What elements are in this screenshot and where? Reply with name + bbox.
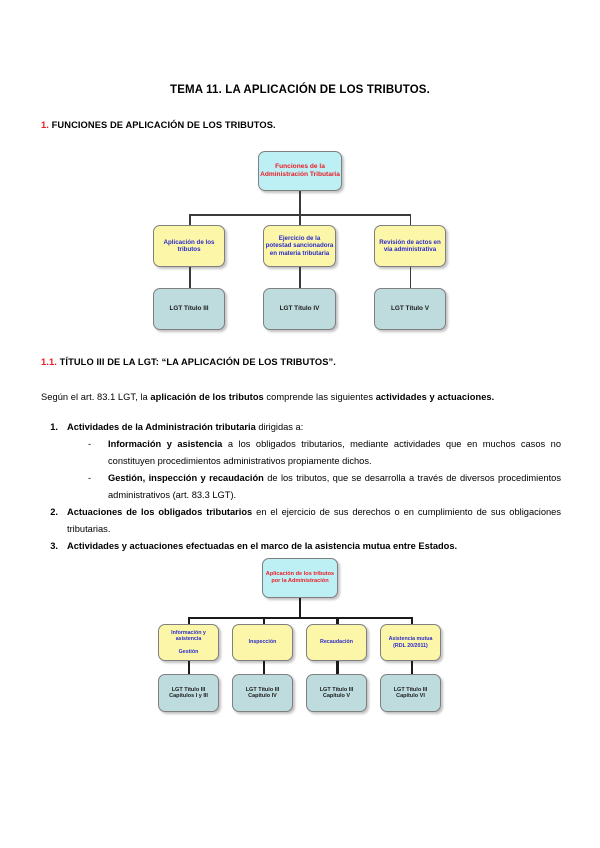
diagram2-mid-node-4: Asistencia mutua (RDL 20/2011) bbox=[380, 624, 441, 661]
sub-list-body: Gestión, inspección y recaudación de los… bbox=[108, 470, 561, 504]
sub-list-item: - Gestión, inspección y recaudación de l… bbox=[88, 470, 561, 504]
diagram2-connector-bus-to-mid-2 bbox=[262, 616, 265, 626]
list-item-body: Actividades de la Administración tributa… bbox=[67, 419, 561, 436]
sub-list-body: Información y asistencia a los obligados… bbox=[108, 436, 561, 470]
section-1-1-heading: 1.1. TÍTULO III DE LA LGT: “LA APLICACIÓ… bbox=[41, 357, 336, 367]
diagram1-leaf-label-1: LGT Título III bbox=[169, 305, 209, 313]
list-item-bold: Actividades de la Administración tributa… bbox=[67, 422, 256, 432]
list-item-bold: Actividades y actuaciones efectuadas en … bbox=[67, 541, 458, 551]
sublist-1: - Información y asistencia a los obligad… bbox=[88, 436, 561, 504]
section-1-1-number: 1.1. bbox=[41, 357, 57, 367]
section-1-1-label: TÍTULO III DE LA LGT: “LA APLICACIÓN DE … bbox=[59, 357, 336, 367]
diagram1-mid-node-2: Ejercicio de la potestad sancionadora en… bbox=[263, 225, 336, 267]
diagram2-connector-root-stem bbox=[298, 598, 302, 618]
diagram2-connector-bus bbox=[188, 616, 411, 619]
diagram1-connector-bus-to-mid-3 bbox=[409, 214, 412, 226]
list-item: 1. Actividades de la Administración trib… bbox=[41, 419, 561, 436]
diagram2-leaf-node-2: LGT Título III Capítulo IV bbox=[232, 674, 293, 712]
diagram1-connector-mid1-leaf1 bbox=[189, 267, 191, 289]
diagram1-connector-mid2-leaf2 bbox=[299, 267, 301, 289]
intro-part-1: Según el art. 83.1 LGT, la bbox=[41, 392, 151, 402]
diagram2-leaf-label-2: LGT Título III Capítulo IV bbox=[245, 686, 280, 699]
diagram1-mid-label-2: Ejercicio de la potestad sancionadora en… bbox=[265, 235, 334, 257]
diagram1-connector-root-stem bbox=[299, 191, 301, 215]
diagram1-leaf-node-3: LGT Título V bbox=[374, 288, 446, 330]
diagram1-connector-mid3-leaf3 bbox=[409, 267, 412, 289]
sub-list-bold: Información y asistencia bbox=[108, 439, 223, 449]
diagram2-mid-label-2: Inspección bbox=[248, 639, 277, 646]
diagram1-mid-label-3: Revisión de actos en vía administrativa bbox=[379, 238, 441, 253]
diagram2-leaf-node-3: LGT Título III Capítulo V bbox=[306, 674, 367, 712]
diagram2-connector-mid2-leaf2 bbox=[262, 661, 265, 675]
diagram2-leaf-node-1: LGT Título III Capítulos I y III bbox=[158, 674, 219, 712]
diagram2-connector-bus-to-mid-4 bbox=[411, 616, 414, 626]
list-item: 3. Actividades y actuaciones efectuadas … bbox=[41, 538, 561, 555]
sub-list-rest: de los tributos, que se desarrolla a tra… bbox=[108, 473, 561, 500]
diagram1-connector-bus-to-mid-2 bbox=[299, 214, 301, 226]
section-1-number: 1. bbox=[41, 120, 49, 130]
list-item-number: 2. bbox=[50, 507, 58, 517]
diagram2-leaf-label-3: LGT Título III Capítulo V bbox=[319, 686, 354, 699]
section-1-heading: 1. FUNCIONES DE APLICACIÓN DE LOS TRIBUT… bbox=[41, 120, 276, 130]
diagram1-root-label: Funciones de la Administración Tributari… bbox=[260, 163, 340, 178]
section-1-label: FUNCIONES DE APLICACIÓN DE LOS TRIBUTOS. bbox=[51, 120, 276, 130]
intro-paragraph: Según el art. 83.1 LGT, la aplicación de… bbox=[41, 390, 541, 404]
diagram1-mid-label-1: Aplicación de los tributos bbox=[163, 238, 215, 253]
diagram2-root-label: Aplicación de los tributos por la Admini… bbox=[265, 571, 335, 584]
diagram2-mid-label-4: Asistencia mutua (RDL 20/2011) bbox=[388, 636, 433, 649]
diagram2-mid-node-2: Inspección bbox=[232, 624, 293, 661]
sub-list-bold: Gestión, inspección y recaudación bbox=[108, 473, 264, 483]
sub-list-dash: - bbox=[88, 473, 92, 483]
list-item-rest: en el ejercicio de sus derechos o en cum… bbox=[67, 507, 561, 534]
activities-list: 1. Actividades de la Administración trib… bbox=[41, 419, 561, 555]
diagram2-mid-node-1: Información y asistencia Gestión bbox=[158, 624, 219, 661]
diagram2-leaf-node-4: LGT Título III Capítulo VI bbox=[380, 674, 441, 712]
diagram2-connector-mid1-leaf1 bbox=[188, 661, 191, 675]
diagram-funciones-administracion-tributaria: Funciones de la Administración Tributari… bbox=[150, 148, 450, 340]
intro-bold-1: aplicación de los tributos bbox=[150, 392, 264, 402]
diagram2-connector-mid3-leaf3 bbox=[336, 661, 339, 675]
list-item-number: 3. bbox=[50, 541, 58, 551]
sub-list-item: - Información y asistencia a los obligad… bbox=[88, 436, 561, 470]
diagram2-leaf-label-1: LGT Título III Capítulos I y III bbox=[169, 686, 208, 699]
diagram2-connector-mid4-leaf4 bbox=[411, 661, 414, 675]
list-item: 2. Actuaciones de los obligados tributar… bbox=[41, 504, 561, 538]
diagram1-root-node: Funciones de la Administración Tributari… bbox=[258, 151, 342, 191]
diagram2-connector-bus-to-mid-1 bbox=[188, 616, 191, 626]
diagram2-mid-label-3: Recaudación bbox=[320, 639, 353, 646]
list-item-bold: Actuaciones de los obligados tributarios bbox=[67, 507, 253, 517]
list-item-number: 1. bbox=[50, 422, 58, 432]
diagram1-leaf-label-2: LGT Título IV bbox=[279, 305, 320, 313]
diagram1-mid-node-3: Revisión de actos en vía administrativa bbox=[374, 225, 446, 267]
diagram2-mid-node-3: Recaudación bbox=[306, 624, 367, 661]
intro-bold-2: actividades y actuaciones. bbox=[375, 392, 495, 402]
sub-list-rest: a los obligados tributarios, mediante ac… bbox=[108, 439, 561, 466]
list-item-body: Actividades y actuaciones efectuadas en … bbox=[67, 538, 561, 555]
diagram-aplicacion-tributos-administracion: Aplicación de los tributos por la Admini… bbox=[150, 556, 462, 726]
diagram1-mid-node-1: Aplicación de los tributos bbox=[153, 225, 225, 267]
intro-part-2: comprende las siguientes bbox=[263, 392, 376, 402]
diagram1-connector-bus-to-mid-1 bbox=[189, 214, 191, 226]
diagram1-leaf-node-2: LGT Título IV bbox=[263, 288, 336, 330]
list-item-rest: dirigidas a: bbox=[255, 422, 304, 432]
diagram1-leaf-label-3: LGT Título V bbox=[391, 305, 429, 313]
diagram2-root-node: Aplicación de los tributos por la Admini… bbox=[262, 558, 338, 598]
sub-list-dash: - bbox=[88, 439, 92, 449]
list-item-body: Actuaciones de los obligados tributarios… bbox=[67, 504, 561, 538]
diagram1-leaf-node-1: LGT Título III bbox=[153, 288, 225, 330]
diagram2-connector-bus-to-mid-3 bbox=[336, 616, 339, 626]
diagram2-leaf-label-4: LGT Título III Capítulo VI bbox=[393, 686, 428, 699]
diagram2-mid-label-1: Información y asistencia Gestión bbox=[171, 630, 206, 655]
page-title: TEMA 11. LA APLICACIÓN DE LOS TRIBUTOS. bbox=[170, 84, 430, 96]
